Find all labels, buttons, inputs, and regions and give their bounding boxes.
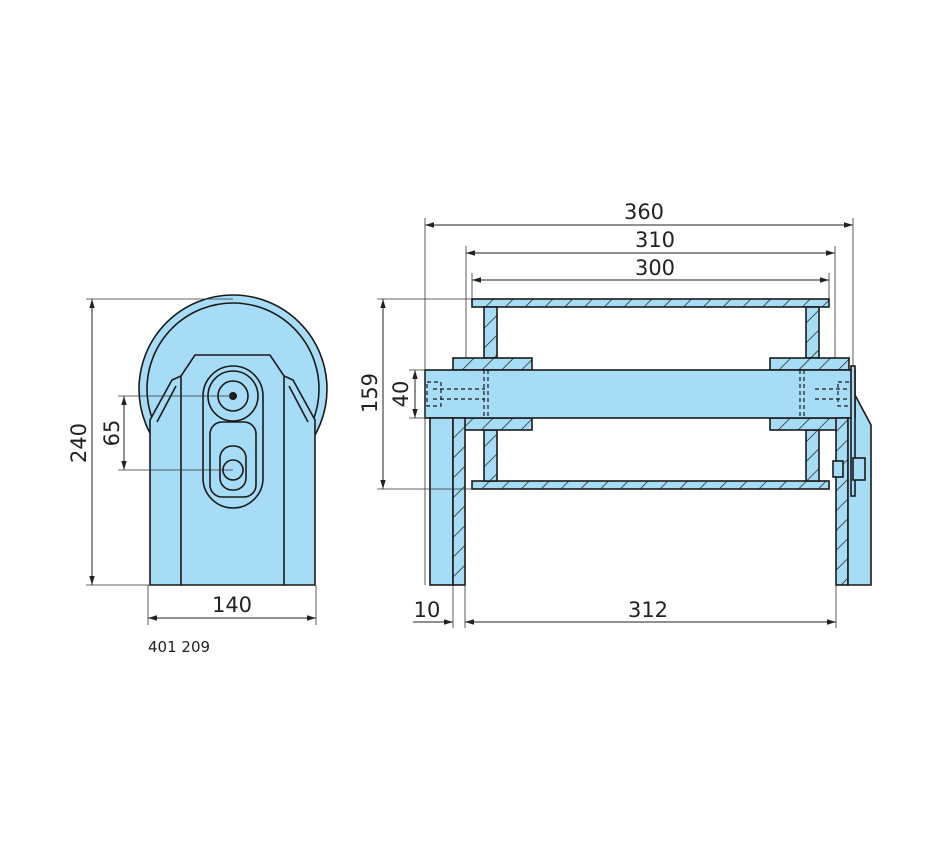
adjust-slot: [209, 421, 257, 498]
dim-label-40: 40: [389, 381, 413, 408]
end-disc-right-top: [805, 306, 820, 359]
bearing-housing-left-top: [452, 357, 533, 371]
end-disc-left-bottom: [483, 429, 498, 482]
side-view: [138, 294, 328, 586]
bracket-edge: [156, 385, 177, 423]
end-disc-left-top: [483, 306, 498, 359]
roller-tube-bottom: [471, 480, 830, 490]
dim-label-159: 159: [358, 373, 382, 413]
dim-label-65: 65: [100, 420, 124, 447]
bearing-housing-right-top: [769, 357, 850, 371]
dim-label-140: 140: [212, 593, 252, 617]
dimension-lines: [89, 222, 853, 625]
dim-label-310: 310: [635, 228, 675, 252]
dim-label-360: 360: [624, 200, 664, 224]
bolt-head: [832, 460, 844, 478]
hidden-bolt-left: [426, 381, 442, 407]
hidden-axle-lines: [433, 370, 850, 418]
bolt-nut: [852, 457, 866, 481]
adjust-slot-inner: [219, 445, 247, 491]
bearing-slot-plate: [202, 365, 264, 509]
end-disc-right-bottom: [805, 429, 820, 482]
section-view: [424, 298, 872, 586]
dim-label-300: 300: [635, 256, 675, 280]
dim-label-10: 10: [414, 598, 441, 622]
frame-right-plate: [835, 417, 849, 586]
frame-left-plate: [452, 417, 466, 586]
dim-label-312: 312: [628, 598, 668, 622]
shaft: [424, 369, 856, 419]
reference-number: 401 209: [148, 638, 210, 656]
hidden-bolt-right: [837, 381, 853, 407]
dim-label-240: 240: [67, 423, 91, 463]
bracket-edge: [288, 385, 309, 423]
roller-tube-top: [471, 298, 830, 308]
frame-left-outer: [429, 417, 454, 586]
